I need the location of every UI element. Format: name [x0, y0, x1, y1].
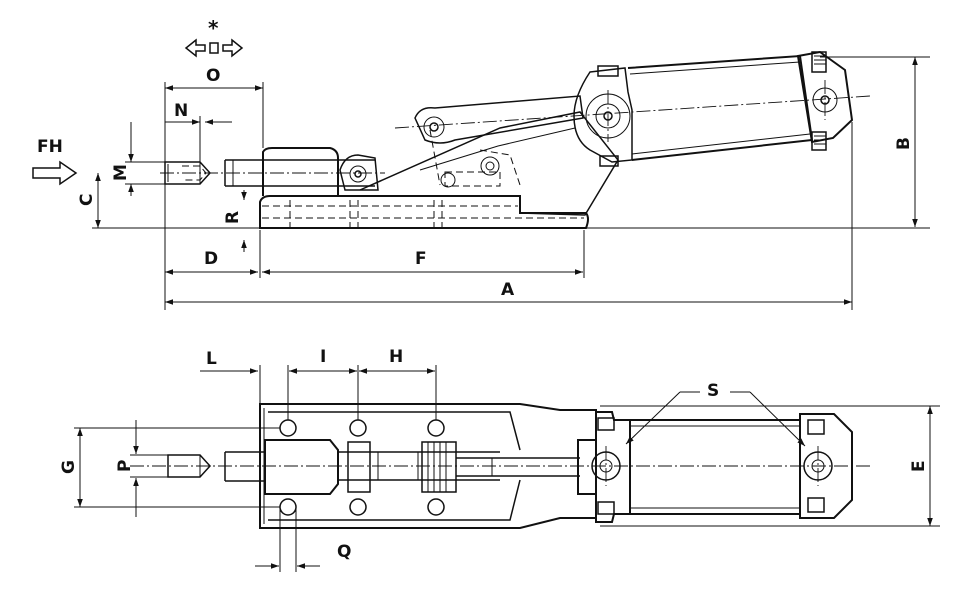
plunger-screw-top: [167, 454, 212, 478]
cylinder-rear-cap-top: [799, 413, 853, 519]
cylinder-barrel: [627, 54, 814, 161]
label-B: B: [894, 137, 914, 150]
plunger-body-top: [264, 439, 339, 495]
label-N: N: [174, 101, 188, 121]
force-arrow: [32, 160, 78, 186]
label-C: C: [77, 194, 97, 206]
label-L: L: [206, 349, 217, 369]
side-view: * O N FH M C R D F A B: [32, 16, 930, 310]
label-FH: FH: [37, 137, 63, 157]
label-E: E: [909, 460, 929, 472]
label-M: M: [111, 164, 131, 181]
cylinder-front-flange-top: [577, 411, 631, 523]
label-R: R: [223, 211, 243, 224]
base-plate: [259, 195, 589, 229]
label-D: D: [204, 249, 218, 269]
label-I: I: [320, 347, 326, 367]
plunger-guide: [262, 147, 339, 196]
top-view: L I H S G P E Q: [59, 347, 940, 572]
mounting-holes: [279, 419, 445, 516]
cylinder-barrel-top: [630, 419, 801, 515]
label-F: F: [415, 249, 427, 269]
plunger-rod: [224, 159, 375, 187]
movement-direction-icon: [184, 38, 244, 58]
label-H: H: [389, 347, 403, 367]
label-G: G: [59, 460, 79, 474]
label-star: *: [208, 16, 219, 40]
label-O: O: [206, 66, 220, 86]
label-P: P: [115, 460, 135, 472]
label-A: A: [501, 280, 515, 300]
connecting-lever: [414, 95, 584, 144]
label-S: S: [707, 381, 719, 401]
cylinder-front-flange: [573, 67, 633, 163]
label-Q: Q: [337, 542, 351, 562]
